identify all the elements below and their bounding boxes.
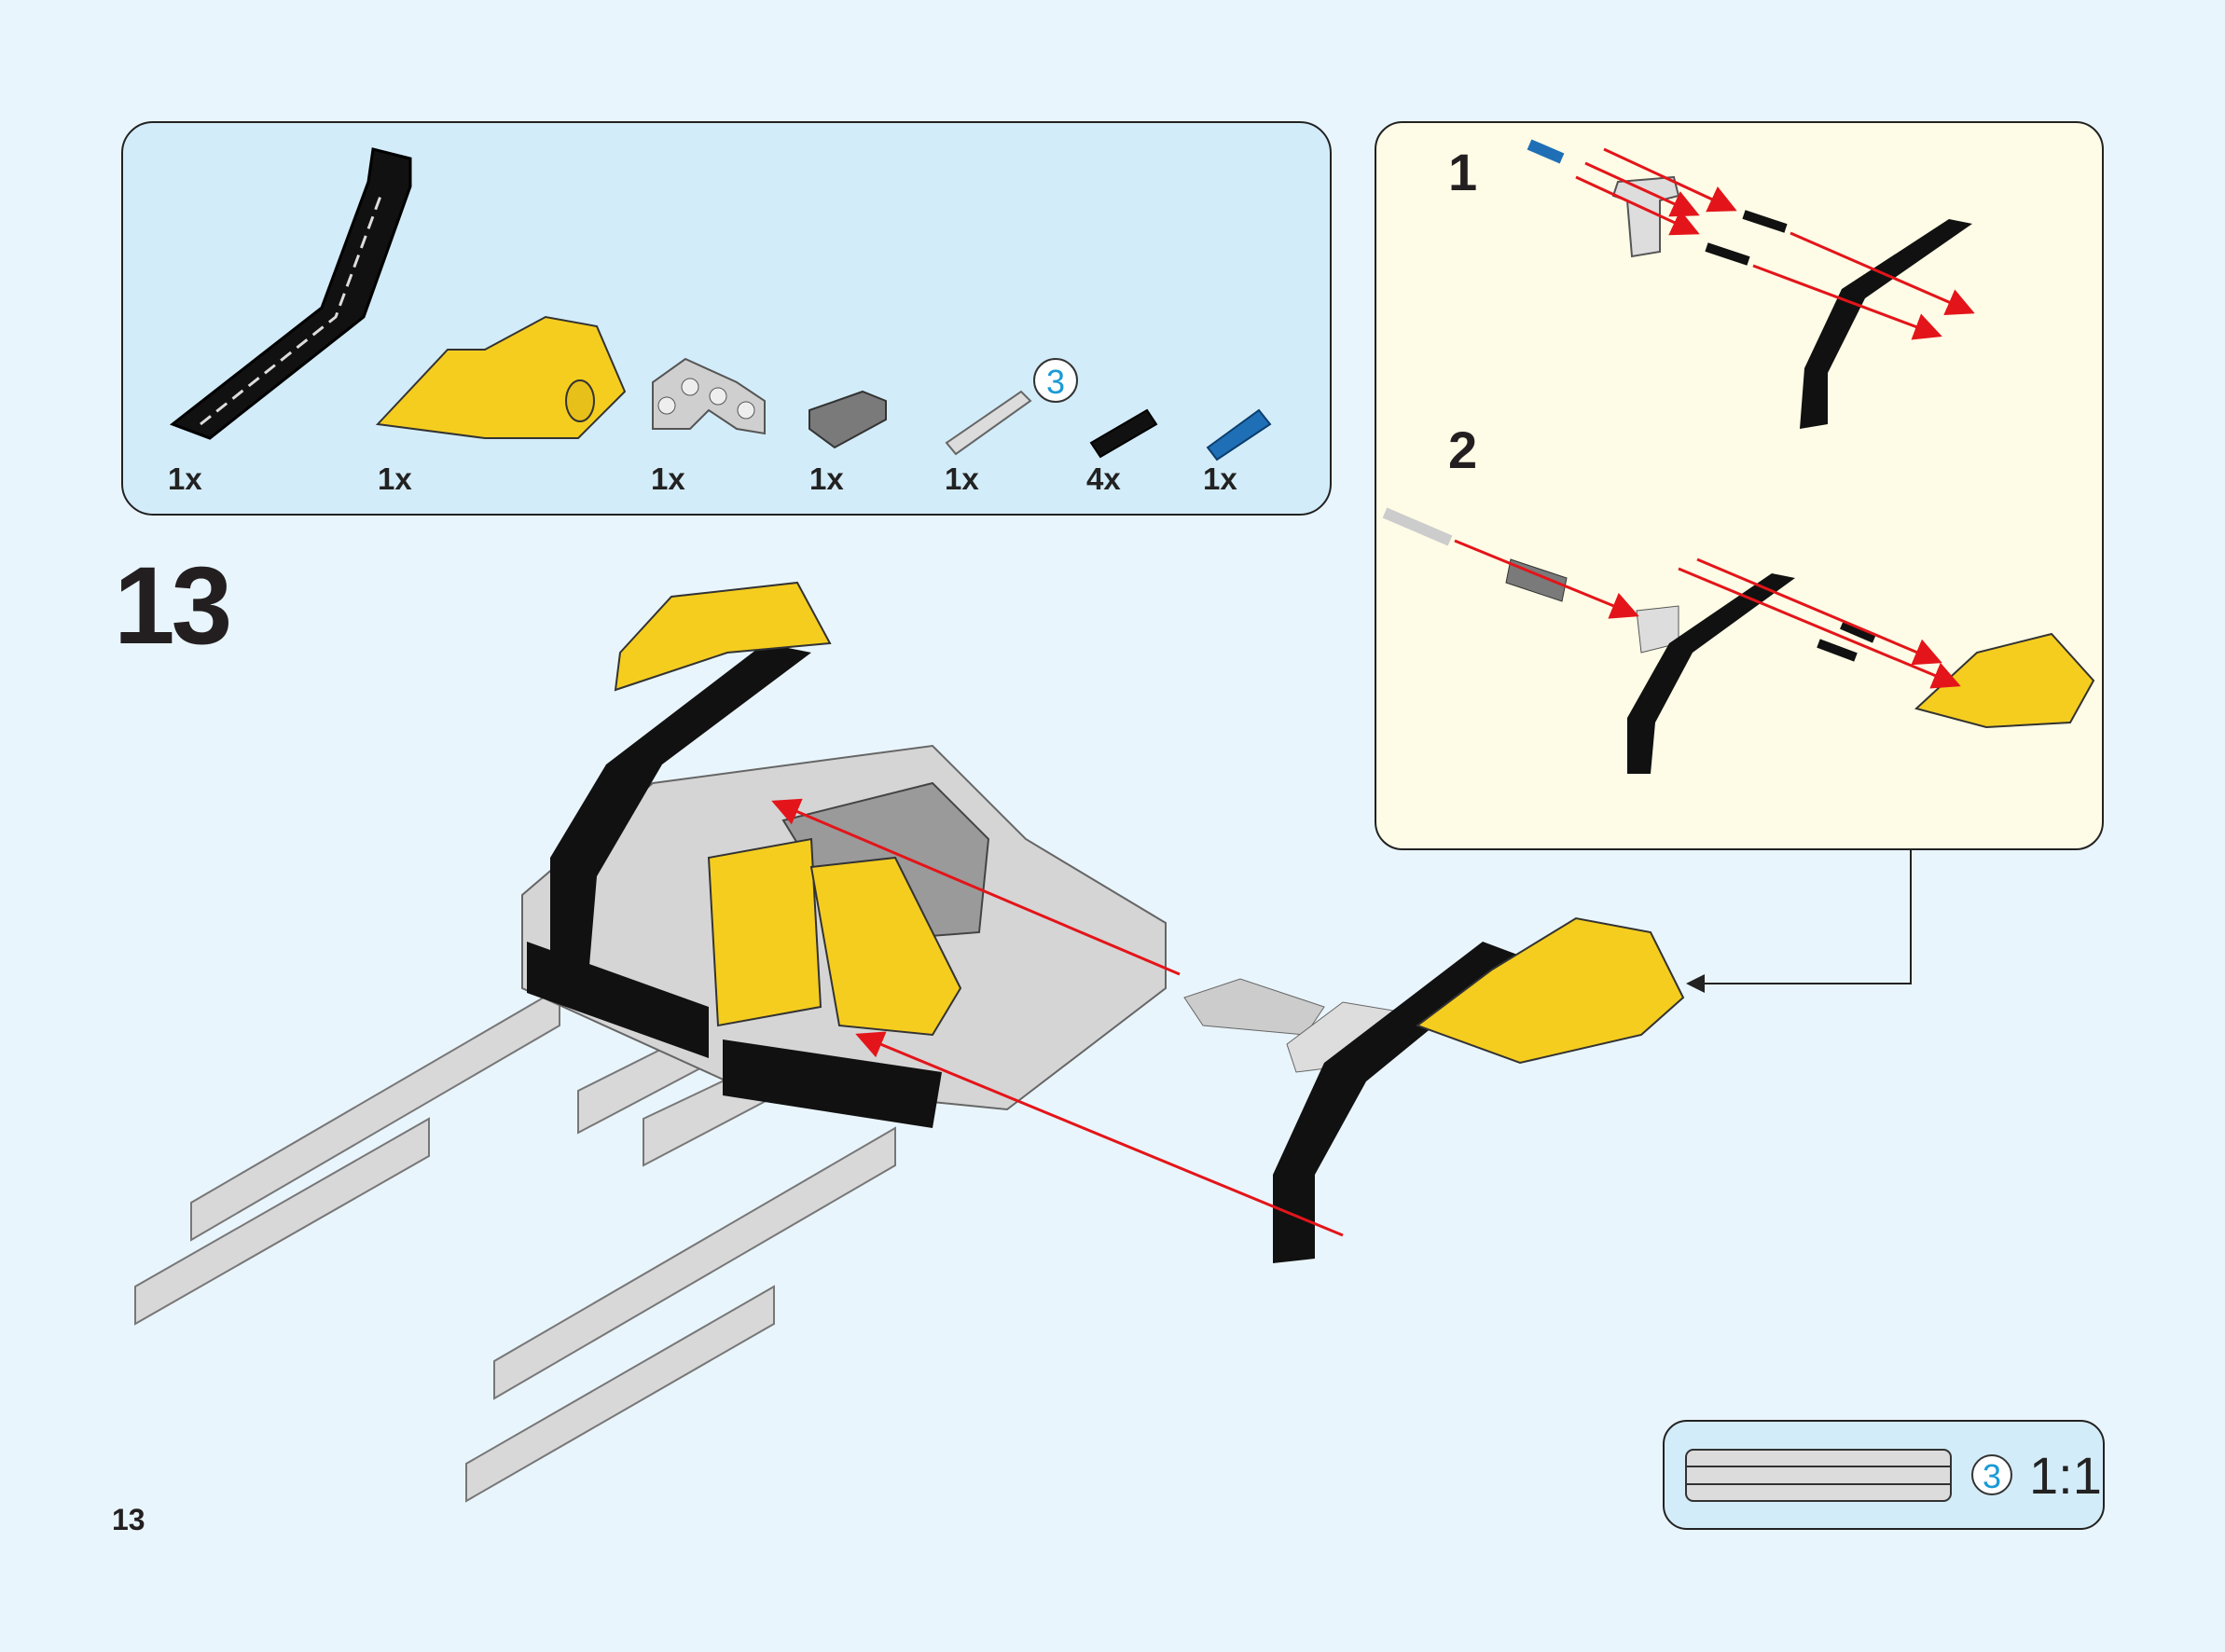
scale-length-badge: 3	[1971, 1454, 2012, 1495]
page-number: 13	[112, 1503, 145, 1536]
axle-length-badge: 3	[1033, 358, 1078, 403]
part-quantity: 4x	[1086, 461, 1121, 496]
part-quantity: 1x	[168, 461, 202, 496]
part-black-bent-beam	[169, 147, 412, 440]
part-black-pin	[1089, 408, 1158, 459]
main-model-illustration	[134, 581, 1685, 1503]
part-quantity: 1x	[378, 461, 412, 496]
part-quantity: 1x	[945, 461, 979, 496]
scale-ratio: 1:1	[2029, 1446, 2102, 1505]
sub-assembly-panel	[1375, 121, 2104, 850]
part-quantity: 1x	[809, 461, 844, 496]
part-axle-connector	[808, 390, 887, 449]
sub-step-number: 1	[1448, 143, 1478, 201]
scale-axle-icon	[1685, 1449, 1952, 1502]
sub-step-1-illustration	[1527, 139, 1975, 429]
part-gray-t-beam	[652, 357, 766, 435]
sub-step-number: 2	[1448, 420, 1478, 479]
part-light-gray-axle	[945, 390, 1032, 456]
part-quantity: 1x	[1203, 461, 1237, 496]
part-quantity: 1x	[651, 461, 685, 496]
callout-connector	[1686, 850, 1912, 993]
part-blue-pin	[1206, 408, 1272, 461]
sub-step-2-illustration	[1382, 507, 2095, 774]
step-number: 13	[114, 544, 232, 668]
part-yellow-panel	[375, 315, 627, 439]
